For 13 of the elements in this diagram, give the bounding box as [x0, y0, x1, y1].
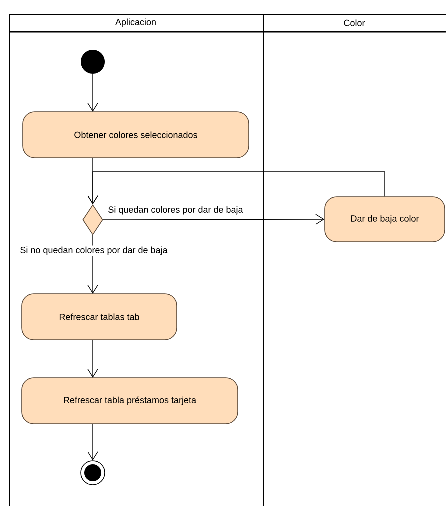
action-box: Dar de baja color: [324, 196, 446, 242]
edge-label: Si quedan colores por dar de baja: [107, 205, 244, 216]
arrow: [103, 214, 325, 225]
edge-label: Si no quedan colores por dar de baja: [19, 246, 169, 256]
action-box: Obtener colores seleccionados: [22, 112, 250, 158]
arrow: [88, 74, 98, 112]
arrow: [88, 172, 386, 205]
action-box: Refrescar tablas tab: [22, 294, 178, 340]
arrow: [88, 340, 98, 378]
start-node: [81, 50, 105, 74]
end-node: [80, 460, 106, 486]
action-box: Refrescar tabla préstamos tarjeta: [22, 378, 238, 424]
arrow: [88, 424, 98, 461]
